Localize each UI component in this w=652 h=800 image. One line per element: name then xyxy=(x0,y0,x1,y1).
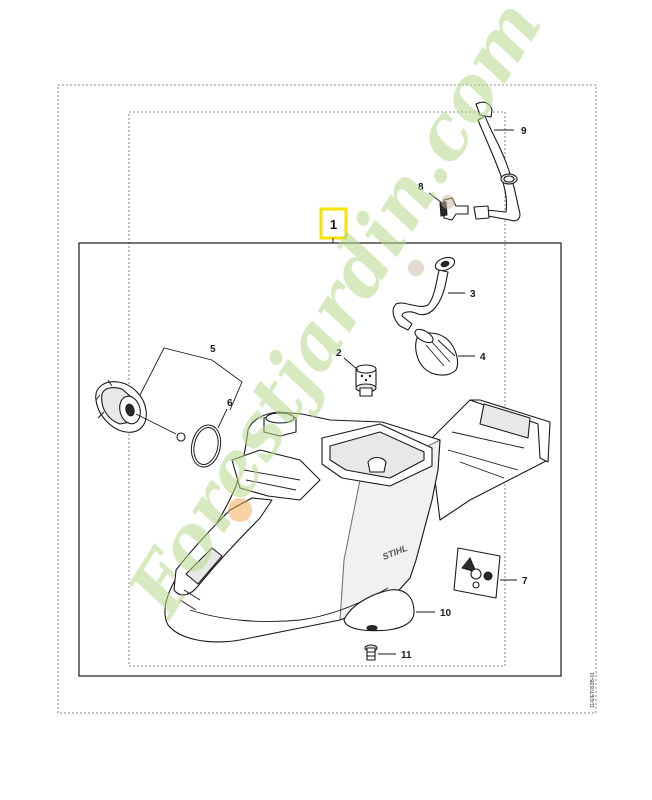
housing-box xyxy=(78,242,562,677)
tank-housing-part: STIHL xyxy=(164,399,551,643)
callout-5-leader xyxy=(139,347,243,411)
warning-label-part xyxy=(453,547,501,599)
outer-dashed-frame xyxy=(57,84,597,714)
callout-1-label: 1 xyxy=(330,217,337,232)
callout-8-leader xyxy=(428,192,443,204)
fuel-cap-part xyxy=(95,379,186,442)
callout-11-label: 11 xyxy=(401,650,412,661)
callout-8-label: 8 xyxy=(418,182,424,193)
callout-9-label: 9 xyxy=(521,126,527,137)
callout-1-highlight[interactable] xyxy=(319,207,348,240)
callout-6-label: 6 xyxy=(227,398,233,409)
callout-5-label: 5 xyxy=(210,344,216,355)
fuel-hose-part xyxy=(473,101,521,222)
callout-7-label: 7 xyxy=(522,576,528,587)
o-ring-part xyxy=(190,424,222,468)
fuel-line-part xyxy=(392,256,456,331)
inner-dashed-frame xyxy=(128,111,506,667)
callout-10-label: 10 xyxy=(440,608,452,619)
watermark-accents xyxy=(228,195,455,522)
fuel-filter-part xyxy=(414,328,459,376)
callout-4-label: 4 xyxy=(480,352,486,363)
callout-6-leader xyxy=(217,408,228,429)
document-reference: 1142ET093B-01 xyxy=(590,672,596,708)
callout-2-label: 2 xyxy=(336,348,342,359)
vent-valve-part xyxy=(355,364,377,397)
screw-part xyxy=(364,644,378,661)
callout-3-label: 3 xyxy=(470,289,476,300)
callout-2-leader xyxy=(343,357,359,371)
cover-plate-part xyxy=(343,589,415,632)
